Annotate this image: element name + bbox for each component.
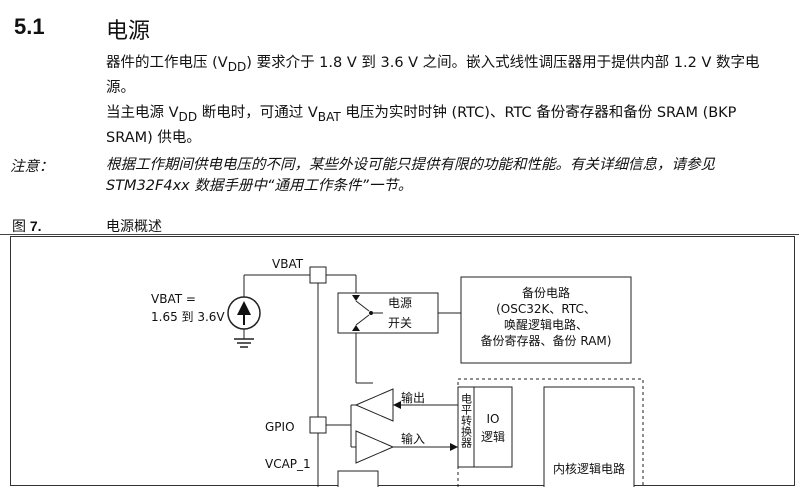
backup-label-3: 唤醒逻辑电路、 [504, 317, 588, 332]
vbat-pin-label: VBAT [272, 257, 304, 271]
paragraph-vbat-supply: 当主电源 VDD 断电时，可通过 VBAT 电压为实时时钟 (RTC)、RTC … [106, 105, 737, 146]
vcap-pin [337, 470, 379, 491]
vbat-pin [309, 266, 327, 284]
backup-label-2: (OSC32K、RTC、 [496, 302, 596, 316]
vbat-source-label-1: VBAT = [151, 292, 196, 306]
output-buffer [354, 388, 394, 422]
io-logic-label-1: IO [487, 412, 500, 426]
backup-circuit-box [460, 276, 632, 364]
vcap-pin-label: VCAP_1 [265, 457, 311, 471]
section-number: 5.1 [14, 14, 45, 39]
section-title: 电源 [106, 19, 151, 44]
io-logic-box [473, 386, 513, 468]
switch-label-1: 电源 [388, 296, 412, 310]
figure-frame: VBAT VBAT = 1.65 到 3.6V 电源 开关 备份电路 (OSC3… [10, 236, 795, 491]
note-label: 注意： [10, 159, 54, 175]
backup-label-4: 备份寄存器、备份 RAM) [481, 333, 612, 348]
note-text: 根据工作期间供电电压的不同，某些外设可能只提供有限的功能和性能。有关详细信息，请… [106, 157, 715, 194]
input-buffer [355, 430, 395, 464]
backup-label-1: 备份电路 [522, 285, 570, 300]
battery-source-icon [227, 296, 261, 348]
figure-rule [0, 234, 799, 235]
input-label: 输入 [401, 431, 425, 446]
paragraph-operating-voltage: 器件的工作电压 (VDD) 要求介于 1.8 V 到 3.6 V 之间。嵌入式线… [106, 55, 760, 96]
gpio-pin-label: GPIO [265, 420, 295, 434]
core-logic-label: 内核逻辑电路 [553, 461, 625, 476]
gpio-pin [309, 416, 327, 434]
switch-label-2: 开关 [388, 316, 412, 330]
power-supply-diagram: VBAT VBAT = 1.65 到 3.6V 电源 开关 备份电路 (OSC3… [151, 257, 644, 491]
output-label: 输出 [401, 390, 425, 405]
figure-label: 图 7. [12, 218, 42, 234]
figure-title: 电源概述 [106, 219, 162, 235]
level-shifter-label: 电平转换器 [460, 393, 473, 449]
io-logic-label-2: 逻辑 [481, 430, 505, 444]
power-switch: 电源 开关 [337, 292, 439, 334]
vbat-source-label-2: 1.65 到 3.6V [151, 310, 225, 324]
